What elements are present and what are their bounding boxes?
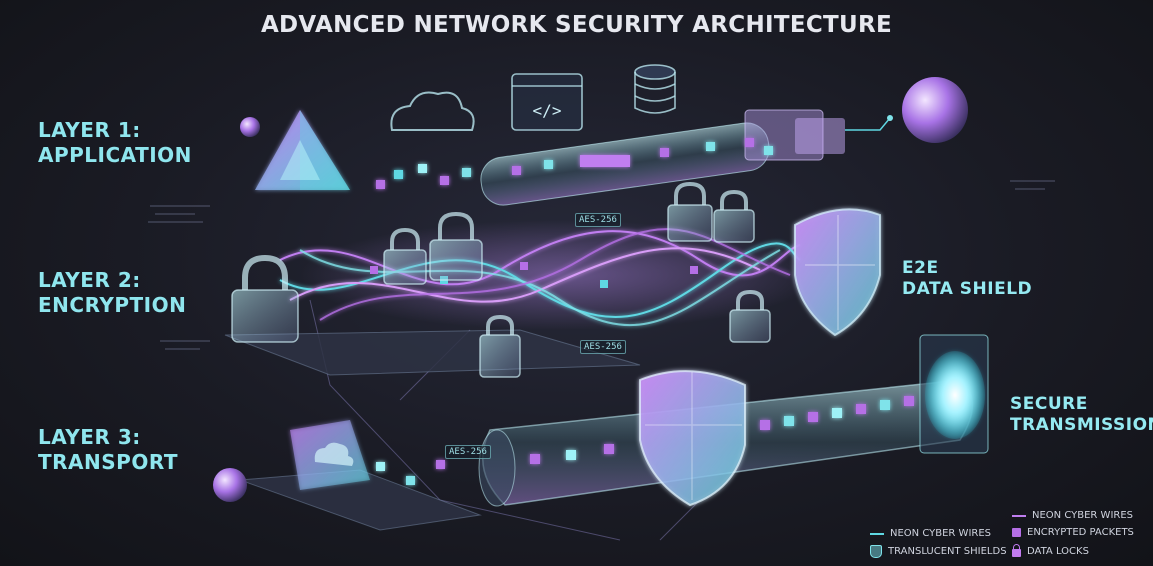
legend-label: NEON CYBER WIRES	[890, 528, 992, 539]
layer-2-label: LAYER 2: ENCRYPTION	[38, 268, 187, 317]
layer2-artwork	[224, 181, 881, 378]
e2e-data-shield-label: E2E DATA SHIELD	[902, 258, 1033, 299]
padlock-large	[231, 254, 299, 343]
layer-3-label: LAYER 3: TRANSPORT	[38, 425, 178, 474]
aes-tag: AES-256	[580, 340, 626, 354]
svg-text:</>: </>	[533, 101, 562, 120]
legend-encrypted-packets: ENCRYPTED PACKETS	[1012, 527, 1134, 538]
legend-label: TRANSLUCENT SHIELDS	[888, 546, 1007, 557]
legend-neon-wires-violet: NEON CYBER WIRES	[1012, 510, 1133, 521]
legend-translucent-shields: TRANSLUCENT SHIELDS	[870, 545, 1007, 558]
legend-label: NEON CYBER WIRES	[1032, 510, 1134, 521]
legend-label: DATA LOCKS	[1027, 545, 1089, 557]
cyan-wire-swatch	[870, 532, 884, 535]
diagram-title: ADVANCED NETWORK SECURITY ARCHITECTURE	[260, 12, 893, 38]
legend-neon-wires-cyan: NEON CYBER WIRES	[870, 528, 991, 539]
layer1-artwork: </>	[240, 64, 968, 206]
shield-icon	[870, 545, 882, 558]
legend-label: ENCRYPTED PACKETS	[1027, 527, 1134, 538]
packet-icon	[1012, 528, 1021, 537]
aes-tag: AES-256	[445, 445, 491, 459]
legend-data-locks: DATA LOCKS	[1012, 544, 1089, 557]
padlock-icon	[1012, 544, 1021, 557]
aes-tag: AES-256	[575, 213, 621, 227]
violet-wire-swatch	[1012, 514, 1026, 517]
secure-transmission-label: SECURE TRANSMISSION	[1010, 394, 1153, 435]
layer3-artwork	[213, 334, 989, 531]
layer-1-label: LAYER 1: APPLICATION	[38, 118, 192, 167]
